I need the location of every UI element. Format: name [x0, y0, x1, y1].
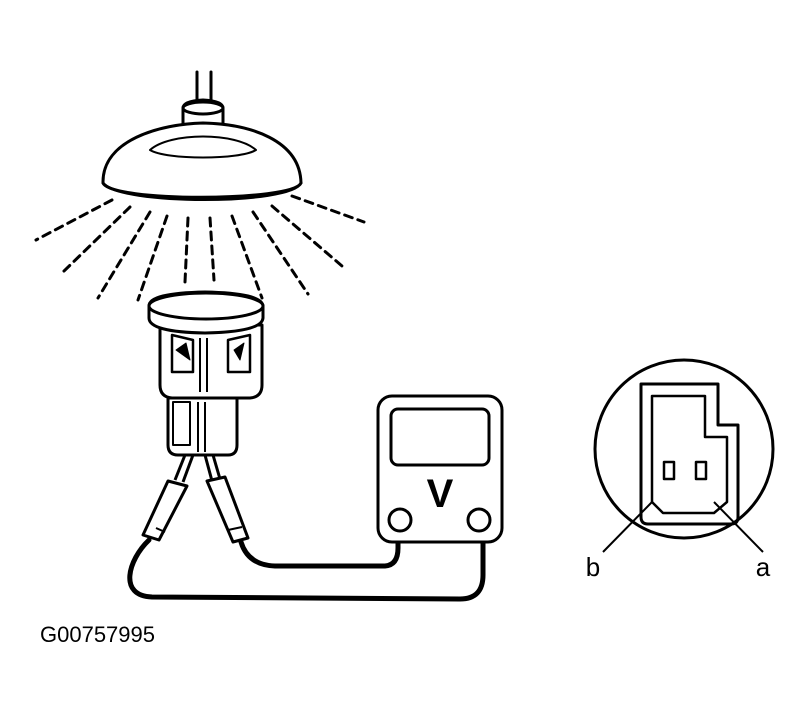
voltmeter-icon: [376, 394, 504, 544]
terminal-a-label: a: [756, 552, 771, 582]
leader-line-b: [602, 501, 653, 553]
test-probe-right: [205, 475, 250, 544]
terminal-b: [662, 460, 676, 481]
light-rays: [34, 194, 366, 302]
terminal-b-label: b: [586, 552, 600, 582]
detail-circle: [593, 358, 775, 540]
sensor-icon: [147, 290, 265, 457]
figure-code: G00757995: [40, 622, 155, 647]
probe-pins: [173, 454, 222, 483]
test-probe-left: [141, 479, 189, 542]
meter-display: [389, 407, 491, 467]
leader-line-a: [713, 501, 764, 553]
connector-icon: [593, 358, 775, 553]
lamp-icon: [101, 70, 303, 201]
test-leads: [127, 530, 486, 602]
meter-jack-right: [466, 507, 492, 533]
meter-jack-left: [387, 507, 413, 533]
terminal-a: [694, 460, 708, 481]
meter-symbol: V: [427, 472, 454, 516]
